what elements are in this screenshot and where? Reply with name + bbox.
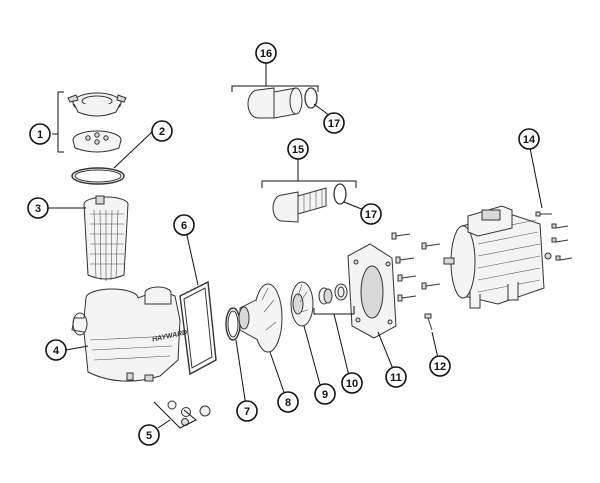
strainer-lid <box>72 130 122 153</box>
svg-text:3: 3 <box>35 203 41 215</box>
svg-text:17: 17 <box>365 209 377 221</box>
svg-text:4: 4 <box>53 345 60 357</box>
callout-7: 7 <box>236 400 258 422</box>
callout-16: 16 <box>255 42 277 64</box>
svg-text:11: 11 <box>390 372 402 384</box>
callout-10: 10 <box>341 372 363 394</box>
callout-17-upper: 17 <box>323 112 345 134</box>
svg-text:12: 12 <box>434 361 446 373</box>
svg-text:7: 7 <box>244 406 250 418</box>
leader-lines <box>48 62 543 429</box>
callout-1: 1 <box>29 123 51 145</box>
svg-text:2: 2 <box>159 126 165 138</box>
callout-9: 9 <box>314 383 336 405</box>
callout-14: 14 <box>518 128 540 150</box>
lid-o-ring <box>71 167 125 185</box>
svg-text:1: 1 <box>37 129 43 141</box>
svg-text:6: 6 <box>181 220 187 232</box>
callout-15: 15 <box>287 138 309 160</box>
svg-text:17: 17 <box>328 118 340 130</box>
callout-4: 4 <box>45 339 67 361</box>
housing-gasket <box>179 280 217 376</box>
drain-plugs <box>167 400 211 426</box>
union-connector-lower <box>272 183 347 223</box>
callout-12: 12 <box>429 355 451 377</box>
diffuser <box>238 283 283 353</box>
svg-text:15: 15 <box>292 144 304 156</box>
svg-text:16: 16 <box>260 48 272 60</box>
callout-11: 11 <box>385 366 407 388</box>
union-connector-upper <box>247 87 318 119</box>
callout-2: 2 <box>151 120 173 142</box>
callout-5: 5 <box>138 424 160 446</box>
seal-plate <box>347 243 397 339</box>
impeller <box>290 281 314 327</box>
svg-text:10: 10 <box>346 378 358 390</box>
bolts <box>391 232 441 331</box>
svg-text:14: 14 <box>523 134 536 146</box>
diffuser-o-ring <box>225 307 241 341</box>
svg-text:9: 9 <box>322 389 328 401</box>
motor-screws <box>535 211 573 261</box>
svg-text:8: 8 <box>285 397 291 409</box>
callout-17-lower: 17 <box>360 203 382 225</box>
lid-lock-ring <box>67 92 127 117</box>
pump-housing: HAYWARD <box>71 286 188 382</box>
svg-text:5: 5 <box>146 430 152 442</box>
callout-3: 3 <box>27 197 49 219</box>
callout-8: 8 <box>277 391 299 413</box>
callout-6: 6 <box>173 214 195 236</box>
mechanical-seal <box>318 283 348 305</box>
motor <box>443 205 552 309</box>
strainer-basket <box>83 195 129 281</box>
